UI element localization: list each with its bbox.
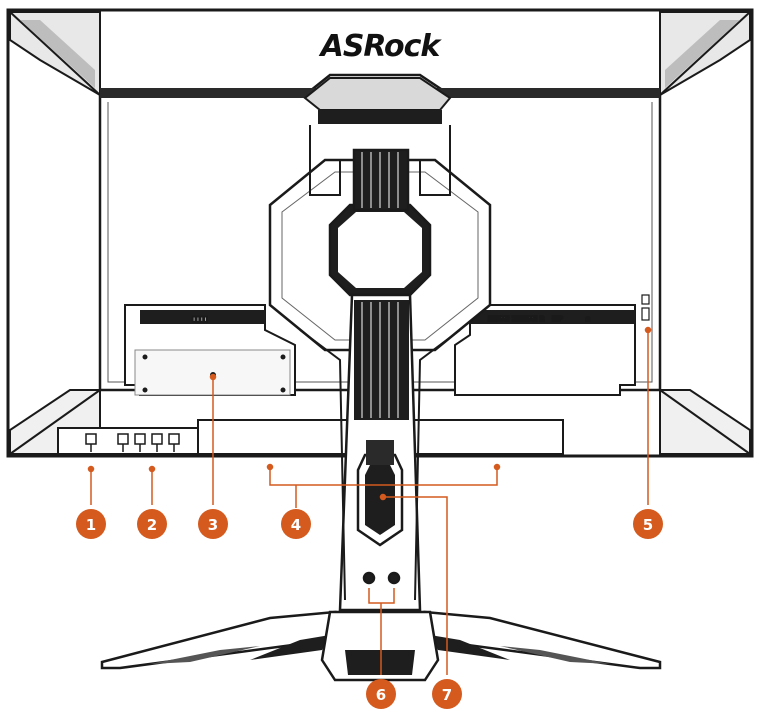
brand-logo: ASRock <box>319 29 443 64</box>
port-hdmi1-label: HDMI 1 <box>488 315 517 323</box>
neck-screw-left <box>362 571 376 585</box>
callout-6-label: 6 <box>376 686 386 704</box>
base-right-leg <box>423 610 662 670</box>
port-audio-label: ∩ <box>585 315 591 323</box>
neck-screw-right <box>387 571 401 585</box>
callout-1-label: 1 <box>86 516 96 534</box>
callout-5-label: 5 <box>643 516 653 534</box>
callout-5: 5 <box>633 509 663 539</box>
callout-7-label: 7 <box>442 686 452 704</box>
callout-3: 3 <box>198 509 228 539</box>
port-bays: ▮▮▮▮ HDMI 1 HDMI 2 DP ∩ <box>124 294 650 396</box>
right-port-bay <box>454 304 636 396</box>
kensington-lock <box>641 294 650 305</box>
left-bay-label: ▮▮▮▮ <box>192 315 208 323</box>
callout-6: 6 <box>366 679 396 709</box>
callout-4: 4 <box>281 509 311 539</box>
callout-4-label: 4 <box>291 516 301 534</box>
kensington-slot <box>641 307 650 321</box>
hinge-ribs <box>352 148 410 212</box>
stand-base <box>100 610 662 682</box>
port-dp-label: DP <box>552 315 563 323</box>
port-hdmi2-label: HDMI 2 <box>516 315 545 323</box>
callout-2: 2 <box>137 509 167 539</box>
callout-7: 7 <box>432 679 462 709</box>
stand-neck <box>299 293 461 612</box>
top-hump <box>303 77 452 111</box>
callout-1: 1 <box>76 509 106 539</box>
leader-lines <box>87 326 652 675</box>
callout-2-label: 2 <box>147 516 157 534</box>
stand-mount <box>268 125 492 352</box>
callout-3-label: 3 <box>208 516 218 534</box>
